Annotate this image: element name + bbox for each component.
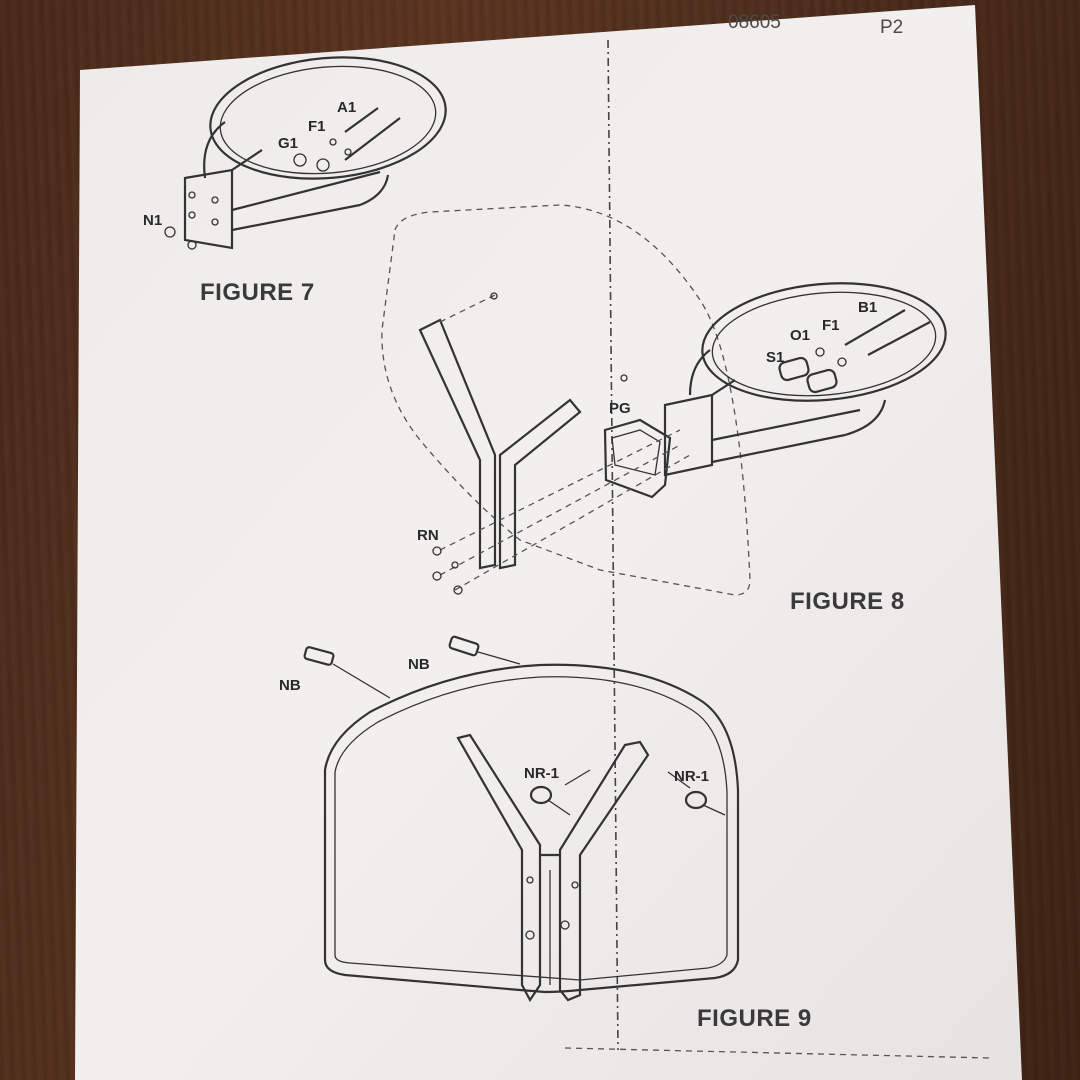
fold-line [607,39,619,1051]
part-label-b1: B1 [858,299,877,316]
part-label-f1-fig8: F1 [822,317,840,334]
part-label-nr1-right: NR-1 [674,768,709,785]
figure-8-title: FIGURE 8 [790,588,905,615]
part-label-n1: N1 [143,212,162,229]
part-label-o1: O1 [790,327,810,344]
part-label-s1: S1 [766,349,784,366]
part-label-nr1-left: NR-1 [524,765,559,782]
part-label-g1: G1 [278,135,298,152]
figure-7-drawing [164,56,447,250]
part-label-nb-right: NB [408,656,430,673]
part-label-f1-fig7: F1 [308,118,326,135]
page-number: P2 [880,17,903,38]
figure-8-drawing [381,204,947,596]
document-number: 08605 [728,12,781,33]
part-label-pg: PG [609,400,631,417]
figure-9-title: FIGURE 9 [697,1005,812,1032]
figure-9-drawing [303,635,740,1003]
paper-sheet [75,5,1022,1080]
part-label-a1: A1 [337,99,356,116]
figure-7-title: FIGURE 7 [200,279,315,306]
part-label-rn: RN [417,527,439,544]
bottom-dash-line [564,1047,991,1059]
part-label-nb-left: NB [279,677,301,694]
